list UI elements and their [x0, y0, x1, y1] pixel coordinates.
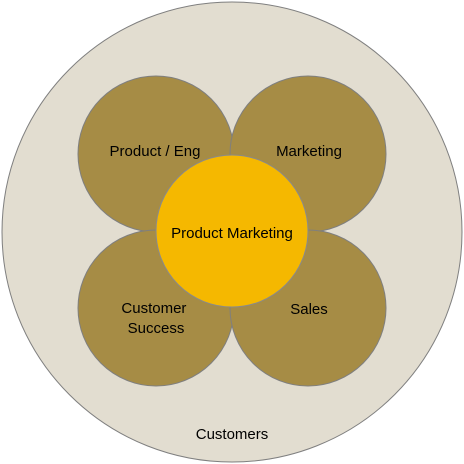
customer-success-label: Customer Success [121, 300, 190, 337]
marketing-label: Marketing [276, 143, 342, 160]
product-marketing-circle [155, 154, 309, 308]
customers-label: Customers [196, 426, 269, 443]
customer-success-label-line-2: Success [128, 320, 185, 337]
customer-success-label-line-1: Customer [121, 300, 186, 317]
sales-label: Sales [290, 301, 328, 318]
product-marketing-label: Product Marketing [171, 225, 293, 242]
product-eng-label: Product / Eng [110, 143, 201, 160]
